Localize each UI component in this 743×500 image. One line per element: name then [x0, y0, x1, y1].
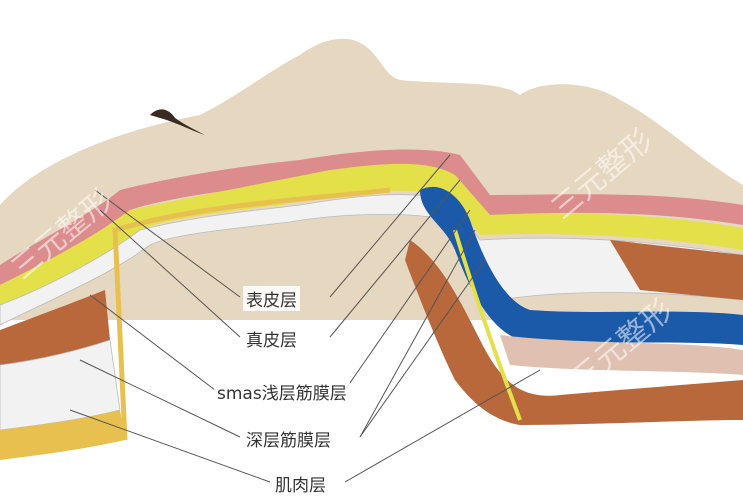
fascia-band — [0, 194, 743, 326]
deep-fascia-line — [453, 229, 522, 421]
muscle-left — [0, 290, 110, 365]
fat-band — [0, 163, 743, 305]
eyebrow — [150, 109, 205, 135]
label-epidermis: 表皮层 — [243, 286, 300, 311]
deep-fat-blue — [420, 186, 743, 345]
dermis-band — [0, 149, 743, 285]
label-smas: smas浅层筋膜层 — [214, 379, 350, 404]
bone-outline — [112, 187, 391, 441]
label-muscle: 肌肉层 — [272, 471, 329, 496]
muscle-right-lower — [405, 240, 743, 425]
leader-lines — [69, 154, 541, 483]
pink-right — [500, 335, 743, 375]
yellow-left — [0, 410, 125, 460]
label-deep-fascia: 深层筋膜层 — [243, 426, 334, 451]
label-dermis: 真皮层 — [243, 326, 300, 351]
fascia-left-lower — [0, 339, 121, 431]
muscle-right-upper — [610, 240, 743, 300]
